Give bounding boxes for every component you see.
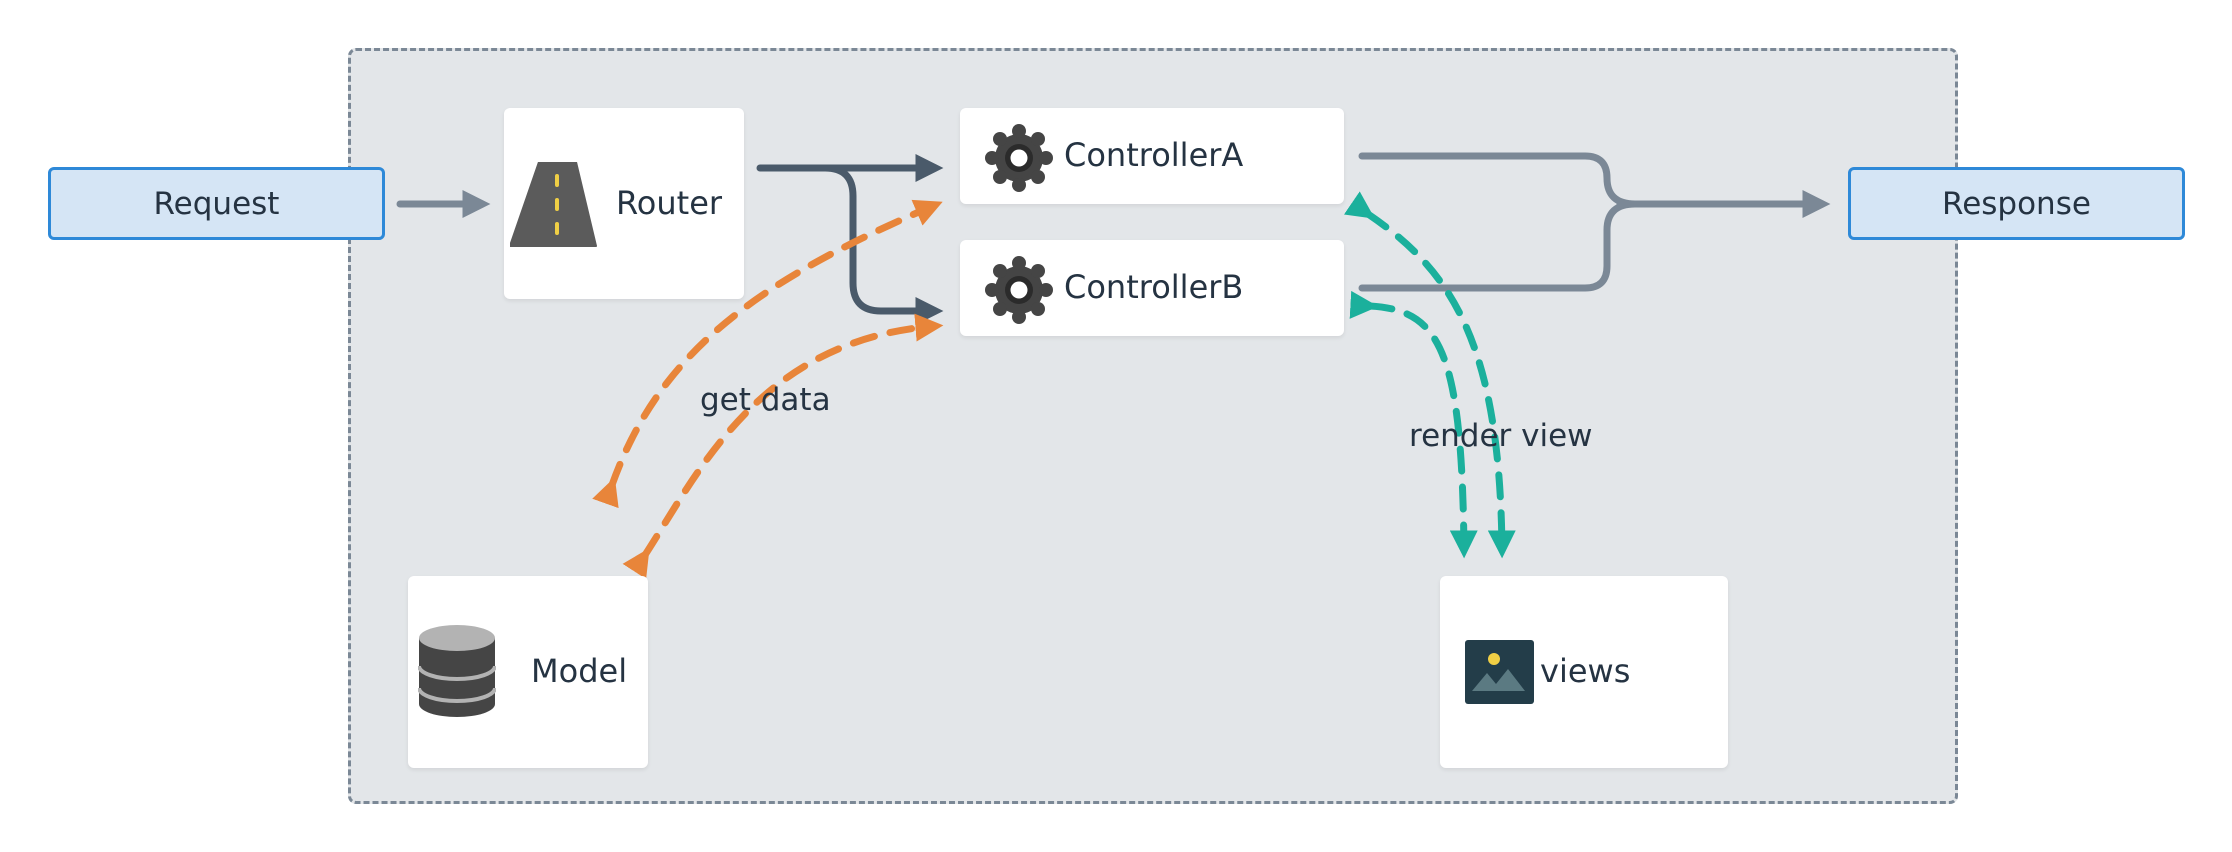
- request-label: Request: [153, 185, 280, 222]
- road-icon: [510, 162, 597, 247]
- request-node[interactable]: Request: [48, 167, 385, 240]
- controller-a-node[interactable]: ControllerA: [960, 108, 1344, 204]
- views-node[interactable]: views: [1440, 576, 1728, 768]
- router-node[interactable]: Router: [504, 108, 744, 299]
- controller-a-label: ControllerA: [1064, 136, 1244, 174]
- controller-b-node[interactable]: ControllerB: [960, 240, 1344, 336]
- controller-b-label: ControllerB: [1064, 268, 1244, 306]
- router-label: Router: [616, 184, 723, 222]
- edge-controller-b-response: [1358, 200, 1639, 292]
- edge-router-controller-b: [821, 164, 944, 325]
- database-icon: [418, 625, 496, 717]
- gear-icon: [985, 256, 1053, 324]
- edge-controller-b-views: [1349, 290, 1478, 559]
- edge-controller-a-views: [1343, 191, 1516, 559]
- model-node[interactable]: Model: [408, 576, 648, 768]
- response-node[interactable]: Response: [1848, 167, 2185, 240]
- views-label: views: [1540, 652, 1631, 690]
- gear-icon: [985, 124, 1053, 192]
- response-label: Response: [1942, 185, 2091, 222]
- get-data-label: get data: [700, 382, 831, 418]
- edge-controller-a-response: [1358, 152, 1639, 208]
- image-icon: [1465, 640, 1534, 704]
- edge-controller-b-model: [622, 313, 944, 580]
- render-view-label: render view: [1409, 418, 1593, 454]
- model-label: Model: [531, 652, 628, 690]
